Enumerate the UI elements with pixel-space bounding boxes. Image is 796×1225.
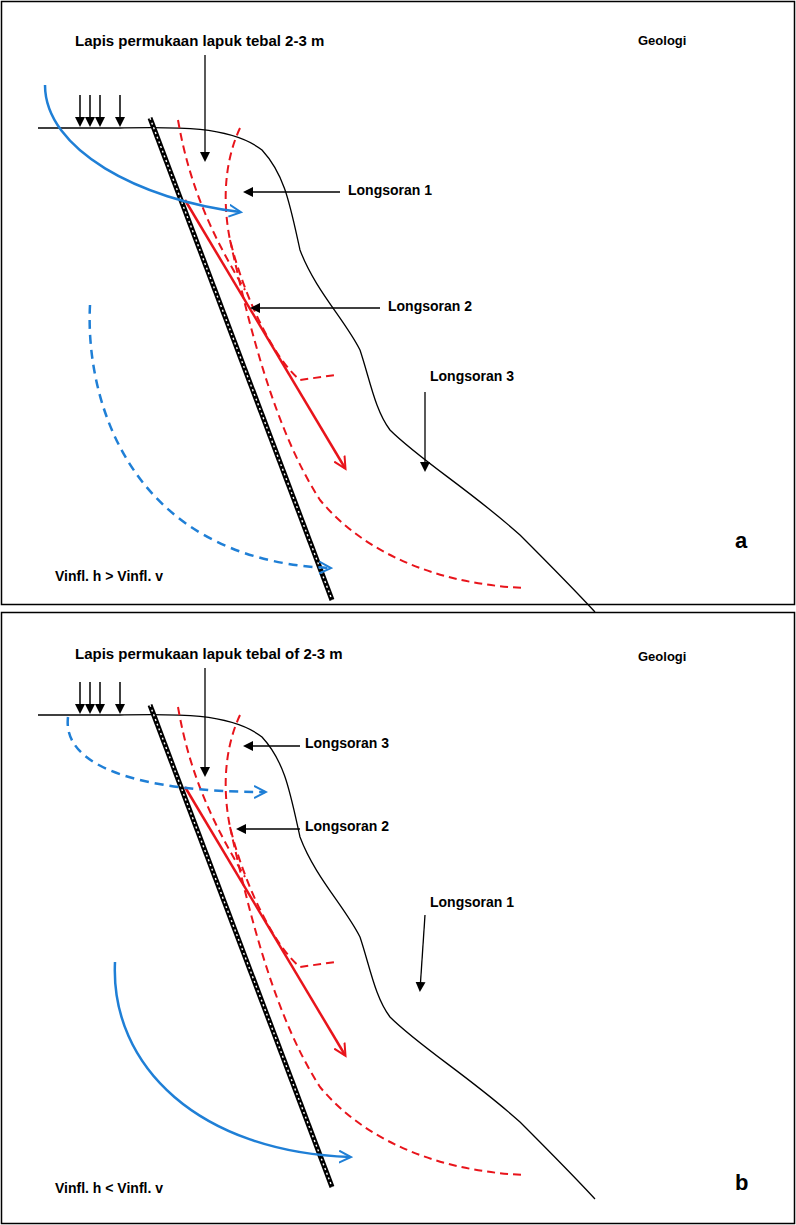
panel-letter: a (735, 528, 747, 553)
leader-arrows (205, 55, 425, 470)
panel-heading: Lapis permukaan lapuk tebal 2-3 m (75, 32, 324, 49)
slope-section (38, 682, 595, 1199)
slide-label: Longsoran 2 (305, 818, 389, 834)
panel-frame (2, 613, 795, 1224)
infiltration-arrow (90, 305, 330, 568)
velocity-note: Vinfl. h < Vinfl. v (55, 1180, 163, 1196)
infiltration-arrow (45, 85, 240, 212)
panel-frame (2, 2, 795, 605)
slide-label: Longsoran 3 (305, 735, 389, 751)
slide-label: Longsoran 3 (430, 368, 514, 384)
velocity-note: Vinfl. h > Vinfl. v (55, 568, 163, 584)
panel-tag: Geologi (638, 650, 686, 665)
slide-label: Longsoran 1 (348, 182, 432, 198)
slope-section (38, 95, 595, 612)
slide-label: Longsoran 1 (430, 894, 514, 910)
leader-arrows (205, 668, 425, 990)
panel-heading: Lapis permukaan lapuk tebal of 2-3 m (75, 645, 343, 662)
panel-tag: Geologi (638, 34, 686, 49)
slide-label: Longsoran 2 (388, 298, 472, 314)
panel-letter: b (735, 1170, 748, 1195)
